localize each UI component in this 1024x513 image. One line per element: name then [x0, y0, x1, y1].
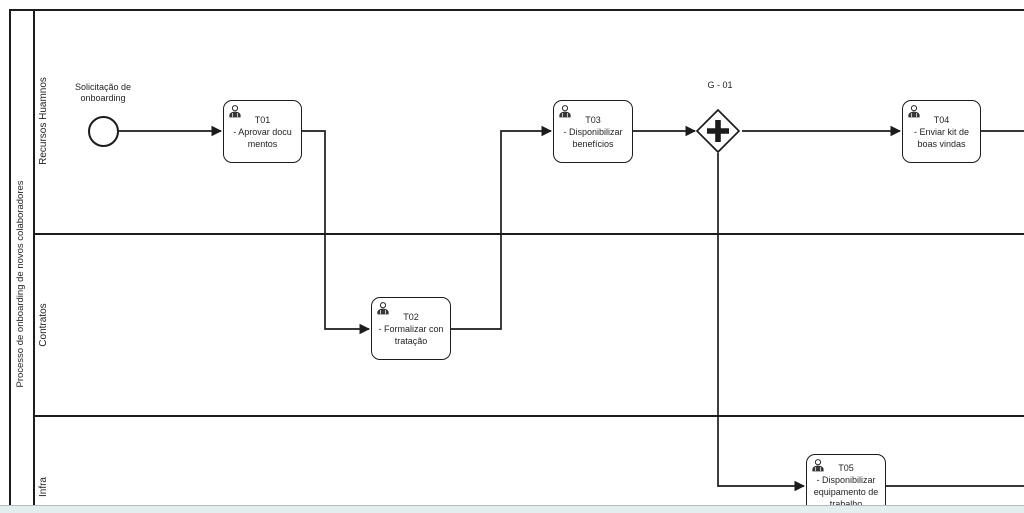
task-t03[interactable]: T03 - Disponibilizar benefícios [553, 100, 633, 163]
task-label: T05 - Disponibilizar equipamento de trab… [813, 463, 879, 509]
task-t02[interactable]: T02 - Formalizar con tratação [371, 297, 451, 360]
task-label: T02 - Formalizar con tratação [378, 311, 444, 346]
window-bottom-edge-line [0, 505, 1024, 506]
plus-icon [707, 120, 729, 142]
task-label: T04 - Enviar kit de boas vindas [913, 114, 970, 149]
user-task-icon [377, 302, 389, 315]
lane-separator-2 [33, 415, 1024, 417]
pool-title-divider [33, 9, 35, 506]
flow-t01-to-t02 [302, 130, 371, 335]
parallel-gateway[interactable] [694, 107, 742, 155]
pool-title: Processo de onboarding de novos colabora… [15, 180, 26, 388]
lane-separator-1 [33, 233, 1024, 235]
start-event-label: Solicitação de onboarding [74, 82, 132, 103]
task-t01[interactable]: T01 - Aprovar docu mentos [223, 100, 302, 163]
user-task-icon [229, 105, 241, 118]
flow-gateway-to-t05 [717, 153, 806, 492]
gateway-label: G - 01 [707, 80, 733, 90]
start-event[interactable] [88, 116, 119, 147]
flow-t02-to-t03 [451, 125, 553, 330]
window-bottom-strip [0, 506, 1024, 513]
user-task-icon [908, 105, 920, 118]
task-label: T01 - Aprovar docu mentos [233, 114, 292, 149]
user-task-icon [812, 459, 824, 472]
lane-label-recursos-humanos: Recursos Huamnos [38, 77, 49, 165]
lane-label-infra: Infra [38, 477, 49, 498]
pool-left-border [9, 9, 11, 506]
task-t05[interactable]: T05 - Disponibilizar equipamento de trab… [806, 454, 886, 513]
task-label: T03 - Disponibilizar benefícios [563, 114, 623, 149]
task-t04[interactable]: T04 - Enviar kit de boas vindas [902, 100, 981, 163]
user-task-icon [559, 105, 571, 118]
pool-top-border [9, 9, 1024, 11]
